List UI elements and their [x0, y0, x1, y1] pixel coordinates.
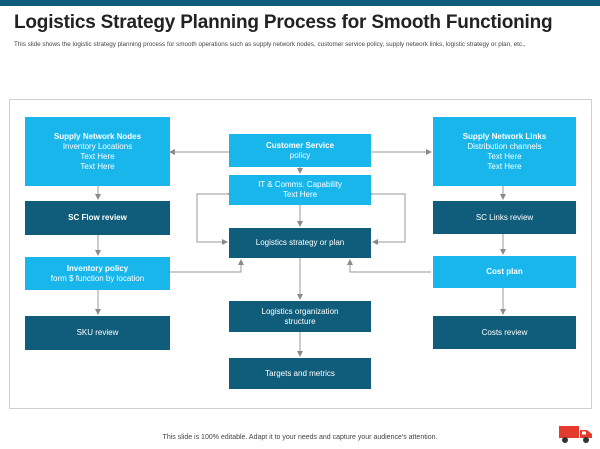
it-comms-line: IT & Comms. Capability — [258, 180, 342, 189]
sc-flow-review-box: SC Flow review — [25, 201, 170, 235]
customer-service-line: policy — [289, 150, 311, 160]
supply-network-nodes-line: Text Here — [80, 151, 115, 161]
costs-review-label: Costs review — [481, 327, 528, 337]
page-subtitle: This slide shows the logistic strategy p… — [14, 41, 526, 48]
inventory-policy-line: form $ function by location — [50, 273, 145, 283]
logistics-organization-box: Logistics organization structure — [229, 301, 371, 332]
sc-links-review-label: SC Links review — [475, 212, 534, 222]
supply-network-nodes-box: Supply Network Nodes Inventory Locations… — [25, 117, 170, 186]
supply-network-nodes-line: Text Here — [80, 161, 115, 171]
loop-right — [367, 191, 406, 245]
cost-plan-box: Cost plan — [433, 256, 576, 288]
it-comms-line: Text Here — [282, 190, 318, 199]
logistics-organization-line: Logistics organization — [261, 306, 339, 316]
customer-service-title: Customer Service — [265, 140, 335, 150]
it-comms-box: IT & Comms. Capability Text Here — [229, 175, 371, 205]
logistics-organization-line: structure — [284, 316, 316, 326]
supply-network-nodes-line: Inventory Locations — [62, 141, 133, 151]
inventory-policy-box: Inventory policy form $ function by loca… — [25, 257, 170, 290]
sc-links-review-box: SC Links review — [433, 201, 576, 234]
sc-flow-review-label: SC Flow review — [68, 213, 127, 222]
supply-network-links-box: Supply Network Links Distribution channe… — [433, 117, 576, 186]
supply-network-links-title: Supply Network Links — [462, 131, 547, 141]
arrow-inventory-plan — [170, 259, 244, 273]
inventory-policy-title: Inventory policy — [66, 263, 129, 273]
costs-review-box: Costs review — [433, 316, 576, 349]
cost-plan-label: Cost plan — [486, 267, 523, 276]
supply-network-nodes-title: Supply Network Nodes — [53, 131, 142, 141]
targets-metrics-box: Targets and metrics — [229, 358, 371, 389]
supply-network-links-line: Text Here — [487, 151, 522, 161]
supply-network-links-line: Text Here — [487, 161, 522, 171]
customer-service-box: Customer Service policy — [229, 134, 371, 167]
logistics-strategy-box: Logistics strategy or plan — [229, 228, 371, 258]
arrow-cost-plan — [347, 259, 431, 273]
supply-network-links-line: Distribution channels — [467, 141, 542, 151]
top-accent-bar — [0, 0, 600, 6]
sku-review-box: SKU review — [25, 316, 170, 350]
footer-note: This slide is 100% editable. Adapt it to… — [162, 434, 438, 441]
delivery-truck-icon — [559, 426, 592, 443]
sku-review-label: SKU review — [76, 328, 119, 337]
logistics-strategy-label: Logistics strategy or plan — [255, 238, 345, 247]
targets-metrics-label: Targets and metrics — [265, 368, 335, 378]
page-title: Logistics Strategy Planning Process for … — [14, 12, 553, 33]
loop-left — [196, 191, 233, 245]
